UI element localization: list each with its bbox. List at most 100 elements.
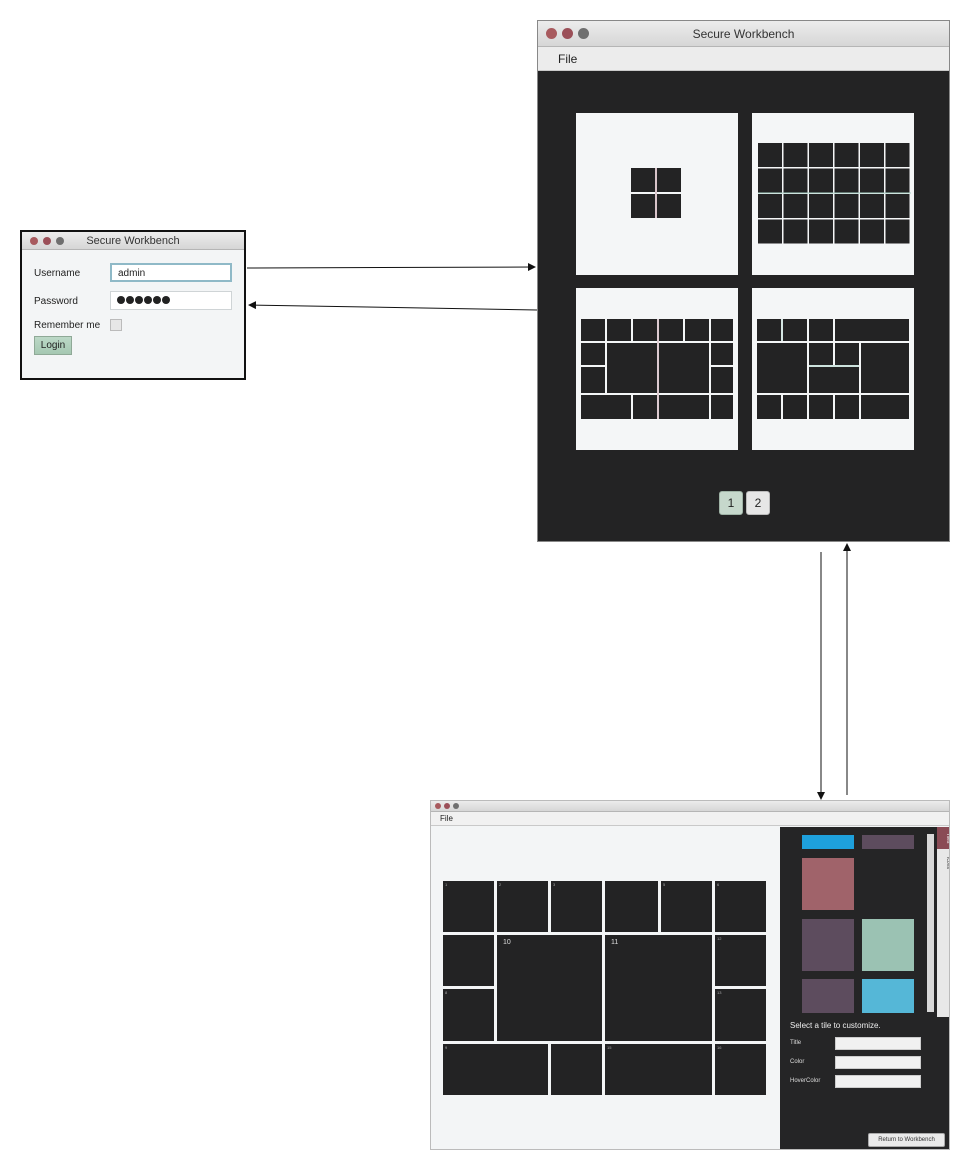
tile-2[interactable]: 2 xyxy=(497,881,548,932)
layout-thumbnail-2[interactable] xyxy=(752,113,914,275)
login-window-title: Secure Workbench xyxy=(86,234,180,247)
login-titlebar: Secure Workbench xyxy=(22,232,244,250)
swatch-plum[interactable] xyxy=(862,835,914,849)
layout-cell xyxy=(834,143,859,167)
side-tabs: Tiles Icons xyxy=(937,827,950,1017)
layout-preview-3 xyxy=(581,319,733,419)
layout-cell xyxy=(885,168,910,193)
window-controls xyxy=(546,21,589,46)
layout-cell xyxy=(860,143,884,167)
minimize-icon[interactable] xyxy=(444,803,450,809)
swatch-blue[interactable] xyxy=(802,835,854,849)
tile-3[interactable]: 3 xyxy=(551,881,602,932)
swatch-mint[interactable] xyxy=(862,919,914,971)
tile-10[interactable]: 10 xyxy=(497,935,602,1041)
layout-cell xyxy=(783,168,808,193)
tab-icons[interactable]: Icons xyxy=(945,857,950,869)
layout-cell xyxy=(860,219,884,244)
layout-thumbnail-4[interactable] xyxy=(752,288,914,450)
minimize-icon[interactable] xyxy=(43,236,51,245)
hover-color-label: HoverColor xyxy=(790,1078,821,1084)
layout-cell xyxy=(758,143,782,167)
hover-color-input[interactable] xyxy=(835,1075,921,1088)
layout-preview-4 xyxy=(757,319,909,419)
tile-4[interactable] xyxy=(605,881,658,932)
layout-preview-1 xyxy=(631,168,681,218)
swatch-cyan[interactable] xyxy=(862,979,914,1013)
login-window: Secure Workbench Username admin Password… xyxy=(20,230,246,380)
password-label: Password xyxy=(34,296,78,307)
close-icon[interactable] xyxy=(435,803,441,809)
tile-9[interactable]: 9 xyxy=(443,1044,548,1095)
layout-cell xyxy=(885,194,910,218)
return-to-workbench-button[interactable]: Return to Workbench xyxy=(868,1133,945,1147)
tile-1[interactable]: 1 xyxy=(443,881,494,932)
password-mask-dot xyxy=(135,296,143,304)
remember-me-checkbox[interactable] xyxy=(110,319,122,331)
tile-15[interactable]: 15 xyxy=(605,1044,712,1095)
minimize-icon[interactable] xyxy=(562,28,573,39)
tile-5[interactable]: 5 xyxy=(661,881,712,932)
username-field[interactable]: admin xyxy=(110,263,232,282)
layout-cell xyxy=(860,168,884,193)
zoom-icon[interactable] xyxy=(453,803,459,809)
tile-16[interactable]: 16 xyxy=(715,1044,766,1095)
layout-thumbnail-3[interactable] xyxy=(576,288,738,450)
layout-cell xyxy=(834,194,859,218)
layout-cell xyxy=(783,194,808,218)
workbench-window-title: Secure Workbench xyxy=(692,26,795,41)
zoom-icon[interactable] xyxy=(56,236,64,245)
layout-cell xyxy=(809,194,833,218)
layout-cell xyxy=(834,168,859,193)
layout-thumbnail-1[interactable] xyxy=(576,113,738,275)
swatch-plum-bottom[interactable] xyxy=(802,979,854,1013)
arrow-login-to-workbench xyxy=(246,263,536,272)
layout-cell xyxy=(834,219,859,244)
login-button[interactable]: Login xyxy=(34,336,72,355)
tile-7[interactable] xyxy=(443,935,494,986)
close-icon[interactable] xyxy=(30,236,38,245)
layout-cell xyxy=(783,219,808,244)
close-icon[interactable] xyxy=(546,28,557,39)
tile-6[interactable]: 6 xyxy=(715,881,766,932)
layout-cell xyxy=(885,219,910,244)
zoom-icon[interactable] xyxy=(578,28,589,39)
tab-tiles[interactable]: Tiles xyxy=(937,827,949,849)
layout-cell xyxy=(809,143,833,167)
tile-editor-window: File 1 2 3 5 6 10 11 12 8 13 9 15 16 Til… xyxy=(430,800,950,1150)
swatch-rose[interactable] xyxy=(802,858,854,910)
window-controls xyxy=(435,801,459,811)
username-label: Username xyxy=(34,268,81,279)
layout-cell xyxy=(758,194,782,218)
tile-12[interactable]: 12 xyxy=(715,935,766,986)
layout-cell xyxy=(758,168,782,193)
file-menu[interactable]: File xyxy=(558,52,578,66)
customize-panel: Tiles Icons Select a tile to customize. … xyxy=(780,827,950,1149)
password-mask-dot xyxy=(126,296,134,304)
title-label: Title xyxy=(790,1040,802,1046)
tile-13[interactable]: 13 xyxy=(715,989,766,1041)
password-field[interactable] xyxy=(110,291,232,310)
layout-cell xyxy=(860,194,884,218)
swatch-plum-large[interactable] xyxy=(802,919,854,971)
title-input[interactable] xyxy=(835,1037,921,1050)
tile-8[interactable]: 8 xyxy=(443,989,494,1041)
color-input[interactable] xyxy=(835,1056,921,1069)
tile-11[interactable]: 11 xyxy=(605,935,712,1041)
window-controls xyxy=(30,232,64,249)
workbench-window: Secure Workbench File xyxy=(537,20,950,542)
remember-me-label: Remember me xyxy=(34,320,101,331)
file-menu[interactable]: File xyxy=(440,814,453,823)
layout-cell xyxy=(758,219,782,244)
editor-menubar: File xyxy=(431,812,949,826)
layout-cell xyxy=(809,168,833,193)
swatch-scrollbar[interactable] xyxy=(927,834,934,1012)
page-2-button[interactable]: 2 xyxy=(746,491,770,515)
tile-14[interactable] xyxy=(551,1044,602,1095)
layout-cell xyxy=(885,143,910,167)
workbench-titlebar: Secure Workbench xyxy=(538,21,949,47)
layout-cell xyxy=(809,219,833,244)
page-1-button[interactable]: 1 xyxy=(719,491,743,515)
color-label: Color xyxy=(790,1059,805,1065)
